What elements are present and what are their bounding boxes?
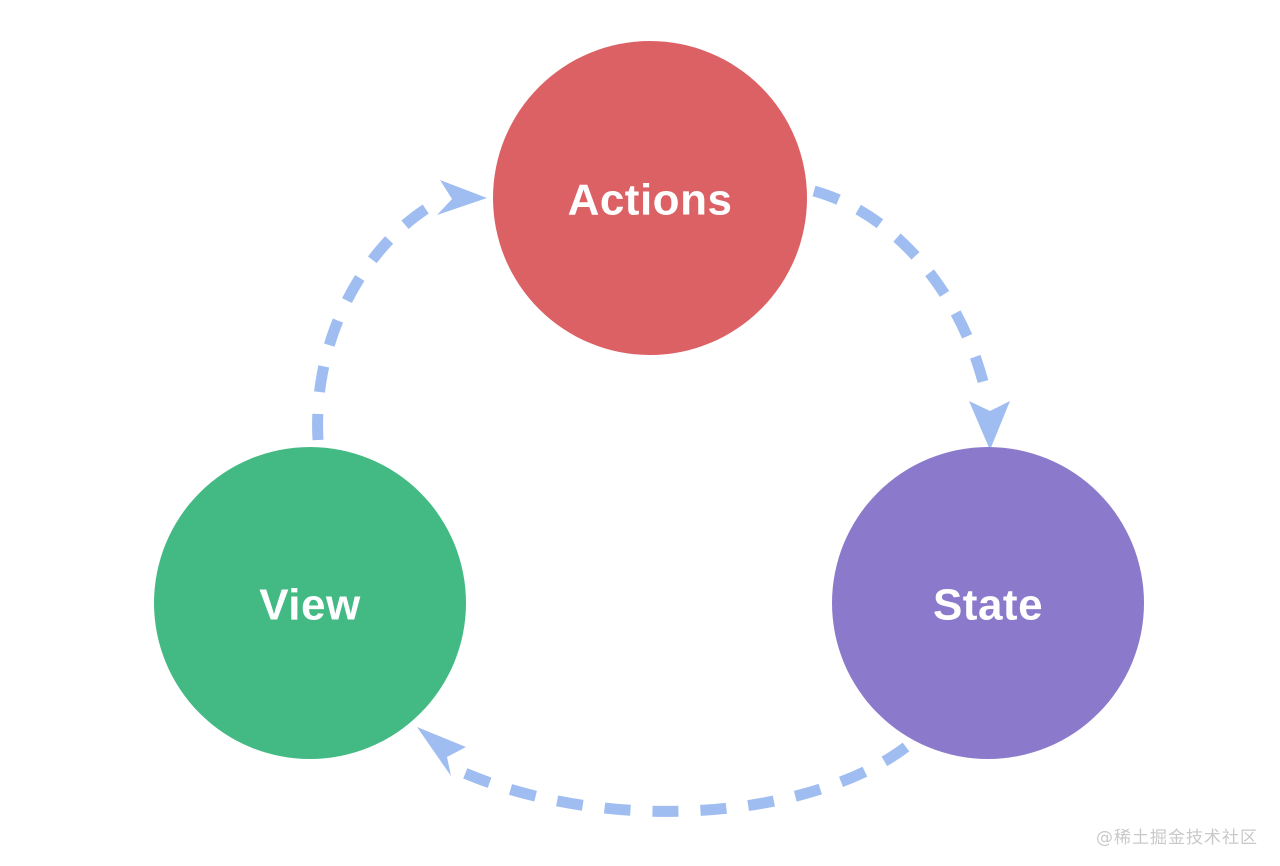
node-actions-label: Actions: [568, 176, 733, 225]
node-state-label: State: [933, 581, 1043, 630]
edge-view-to-actions-arrowhead: [437, 180, 487, 215]
node-view-circle[interactable]: [154, 447, 466, 759]
edge-actions-to-state-path: [812, 185, 993, 400]
node-actions-circle[interactable]: [493, 41, 807, 355]
edge-actions-to-state: [812, 185, 1010, 450]
edge-state-to-view-arrowhead: [417, 727, 466, 776]
node-view[interactable]: View: [154, 447, 466, 759]
edge-state-to-view-path: [459, 742, 910, 817]
node-actions[interactable]: Actions: [493, 41, 807, 355]
node-view-label: View: [259, 581, 361, 630]
edge-view-to-actions: [312, 180, 487, 441]
node-state[interactable]: State: [832, 447, 1144, 759]
node-state-circle[interactable]: [832, 447, 1144, 759]
watermark: @稀土掘金技术社区: [1096, 828, 1258, 848]
edge-view-to-actions-path: [312, 194, 446, 441]
edge-actions-to-state-arrowhead: [969, 401, 1010, 450]
edge-state-to-view: [417, 727, 910, 817]
